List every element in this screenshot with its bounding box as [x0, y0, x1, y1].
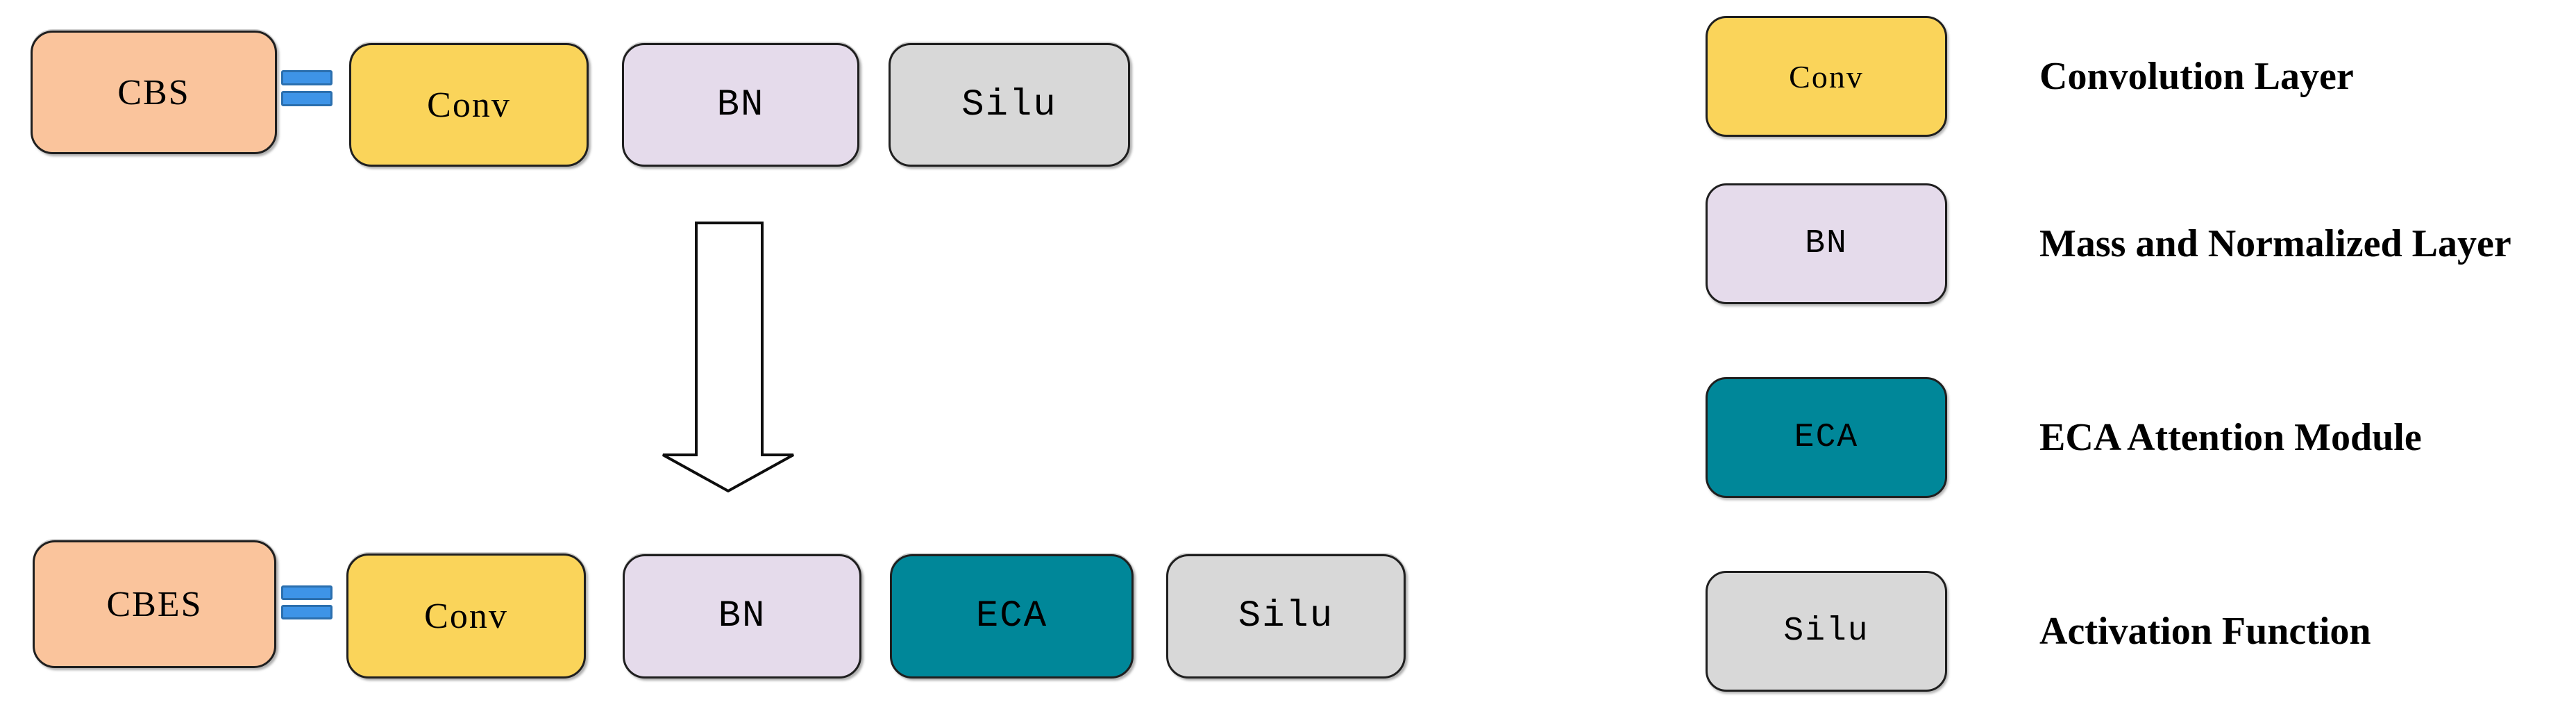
legend-swatch-silu: Silu [1706, 571, 1947, 692]
equals-bar [281, 605, 332, 619]
cbes-module-label: CBES [106, 584, 203, 624]
legend-swatch-silu-label: Silu [1783, 613, 1869, 650]
legend-swatch-conv-label: Conv [1789, 58, 1864, 94]
eca-label-bottom: ECA [975, 595, 1048, 638]
legend-swatch-eca: ECA [1706, 377, 1947, 498]
bn-box-bottom: BN [623, 554, 861, 678]
equals-bar [281, 91, 332, 106]
legend-swatch-eca-label: ECA [1794, 419, 1859, 456]
down-arrow-icon [659, 219, 798, 497]
legend-description-conv: Convolution Layer [2039, 55, 2354, 98]
bn-box-top: BN [622, 43, 859, 167]
legend-swatch-bn: BN [1706, 183, 1947, 304]
legend-swatch-conv: Conv [1706, 16, 1947, 137]
legend-description-silu: Activation Function [2039, 610, 2371, 653]
silu-label-bottom: Silu [1238, 595, 1334, 638]
equals-icon-bottom [281, 585, 332, 619]
silu-box-bottom: Silu [1166, 554, 1406, 678]
conv-label-top: Conv [427, 85, 511, 125]
cbs-module-label: CBS [117, 72, 190, 113]
legend-description-eca: ECA Attention Module [2039, 416, 2422, 459]
equals-icon-top [281, 70, 332, 106]
bn-label-bottom: BN [718, 595, 766, 638]
silu-label-top: Silu [961, 83, 1057, 126]
cbs-module-box: CBS [31, 31, 277, 154]
legend-description-bn: Mass and Normalized Layer [2039, 222, 2511, 265]
silu-box-top: Silu [889, 43, 1130, 167]
cbes-module-box: CBES [33, 540, 276, 668]
conv-label-bottom: Conv [424, 596, 508, 636]
conv-box-top: Conv [349, 43, 589, 167]
eca-box-bottom: ECA [890, 554, 1134, 678]
equals-bar [281, 585, 332, 600]
legend-swatch-bn-label: BN [1805, 225, 1848, 263]
equals-bar [281, 70, 332, 85]
conv-box-bottom: Conv [346, 553, 586, 678]
bn-label-top: BN [716, 83, 765, 126]
